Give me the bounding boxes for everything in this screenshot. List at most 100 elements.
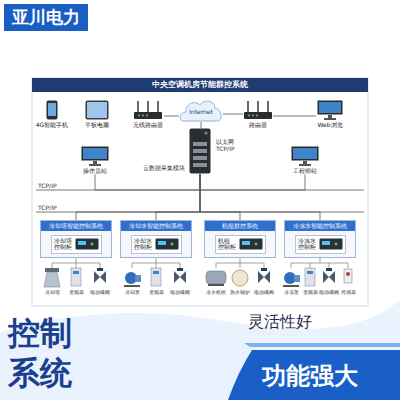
cabinet-icon [322, 241, 330, 245]
pump-icon [124, 272, 300, 287]
node-text: 路由器 [249, 121, 267, 129]
router-device-icon [243, 100, 273, 120]
cabinet-icon [240, 239, 263, 250]
node-text: 冷冻水 控制柜 [298, 238, 316, 251]
node-text: 冷却塔智能控制系统 [41, 221, 111, 231]
field-wiring [132, 258, 180, 268]
data-gateway-icon [193, 142, 207, 146]
tablet-device-icon [86, 101, 109, 120]
cabinet-icon [319, 238, 343, 250]
field-wiring [52, 258, 348, 268]
router-device-icon [267, 101, 268, 112]
subsystem-box: 机组群控系统机组 控制柜 [204, 220, 276, 258]
node-text: 平板电脑 [85, 121, 109, 129]
chiller-icon [206, 271, 226, 286]
node-text: 无线路由器 [133, 121, 163, 129]
operator-station-icon [93, 161, 97, 164]
diagram-title: 中央空调机房节能群控系统 [32, 78, 368, 92]
equipment-label: 冷却塔 [37, 289, 67, 295]
web-browser-icon [318, 101, 343, 115]
wireless-router: 无线路由器 [132, 100, 164, 129]
network-link [95, 174, 200, 190]
node-text: Internet [179, 109, 223, 116]
light-wave [0, 300, 400, 400]
diagram-panel [32, 78, 368, 306]
web-browser-icon [319, 102, 341, 113]
node-text: 冷却水 控制柜 [134, 238, 152, 251]
network-label: 以太网 TCP/IP [216, 138, 246, 152]
pump-icon [294, 275, 300, 282]
router-device-icon [248, 115, 250, 117]
cabinet-icon [242, 241, 250, 245]
network-link [223, 114, 243, 115]
equipment-label: 电动碟阀 [165, 289, 195, 295]
data-gateway-icon [193, 149, 207, 153]
operator-station-icon [82, 147, 109, 161]
cabinet-icon [335, 243, 338, 246]
valve-icon [97, 268, 103, 271]
sensor-icon [344, 269, 352, 283]
wireless-router-icon [157, 101, 158, 112]
cabinet-icon [91, 243, 94, 246]
bus-label: TCP/IP [38, 204, 57, 211]
subsystem-box: 冷却塔智能控制系统冷却塔 控制柜 [40, 220, 112, 258]
equipment-label: 电动碟阀 [249, 289, 279, 295]
node-text: 4G智能手机 [36, 121, 68, 129]
bus-label: TCP/IP [38, 182, 57, 189]
operator-station-icon [83, 148, 107, 159]
network-link [200, 174, 240, 220]
equipment-label: 冷却泵 [117, 289, 147, 295]
valve-icon [177, 268, 183, 271]
engineer-station: 工程师站 [291, 146, 319, 175]
chiller-icon [208, 284, 224, 286]
cabinet-icon [239, 238, 263, 250]
valve-icon [94, 268, 335, 283]
engineer-station-icon [303, 161, 307, 164]
cabinet-icon [158, 241, 166, 245]
field-wiring [52, 258, 100, 268]
wireless-router-icon [147, 101, 148, 112]
engineer-station-icon [291, 146, 319, 166]
subsystem-box: 冷却水智能控制系统冷却水 控制柜 [120, 220, 192, 258]
router-device-icon [256, 115, 258, 117]
cabinet-icon [255, 243, 258, 246]
control-cabinet: 冷却水 控制柜 [131, 235, 182, 254]
data-gateway-icon [205, 132, 208, 135]
subsystem-box: 冷冻水智能控制系统冷冻水 控制柜 [284, 220, 356, 258]
engineer-station-icon [292, 147, 319, 161]
inverter-icon [305, 268, 315, 286]
node-text: 机组 控制柜 [218, 238, 236, 251]
network-link [273, 116, 316, 117]
boiler-icon [232, 270, 248, 286]
inverter-icon [307, 271, 313, 274]
inverter-icon [71, 268, 315, 286]
wireless-router-icon [134, 112, 162, 119]
wireless-router-icon [146, 115, 148, 117]
control-cabinet: 机组 控制柜 [215, 235, 266, 254]
slogan-text: 功能强大 [262, 362, 358, 391]
band-stripe [244, 343, 400, 347]
slogan-text: 灵活性好 [248, 312, 312, 331]
network-link [200, 174, 320, 220]
data-gateway-icon [190, 129, 211, 174]
tablet-device-icon [87, 102, 107, 118]
field-wiring [291, 258, 348, 268]
cabinet-icon [75, 238, 99, 250]
router-device-icon [252, 115, 254, 117]
tablet-device: 平板电脑 [84, 100, 110, 129]
headline-text: 控制 [8, 314, 72, 352]
equipment-label: 电动碟阀 [85, 289, 115, 295]
phone-device-icon [46, 100, 58, 120]
operator-station-icon [89, 164, 101, 166]
data-gateway-icon [193, 156, 207, 160]
node-text: 工程师站 [293, 167, 317, 175]
blue-band [228, 350, 400, 400]
valve-icon [323, 271, 335, 283]
engineer-station-icon [293, 148, 317, 159]
tablet-device-icon [85, 100, 109, 120]
inverter-icon [153, 271, 159, 274]
operator-station-icon [81, 146, 109, 166]
inverter-icon [151, 268, 161, 286]
